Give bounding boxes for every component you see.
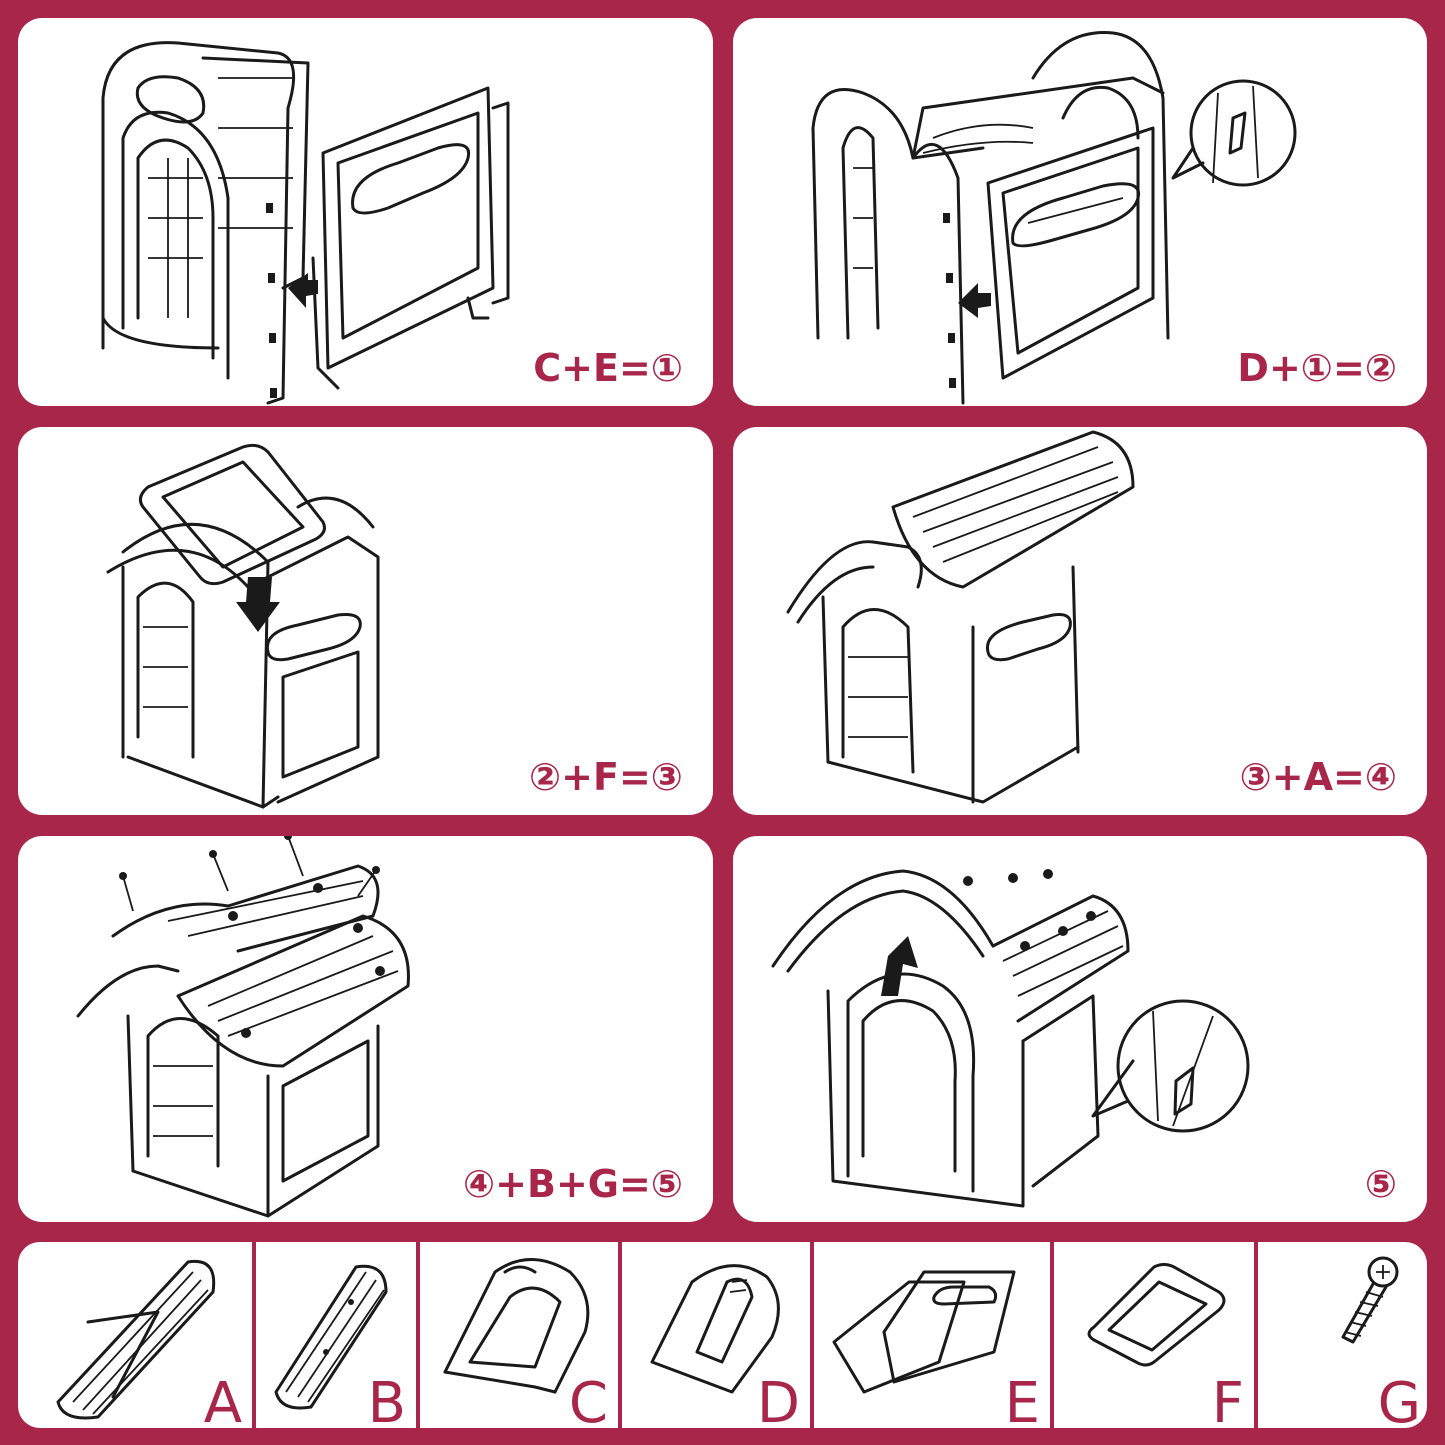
step-formula: ④+B+G=⑤: [462, 1162, 683, 1206]
part-letter: F: [1211, 1371, 1244, 1428]
part-e: E: [810, 1242, 1050, 1428]
part-c: C: [416, 1242, 618, 1428]
detail-callout-icon: [1116, 999, 1250, 1133]
back-wall-attach-illustration: [811, 31, 1297, 405]
part-letter: D: [756, 1371, 800, 1428]
step-panel-4: ③+A=④: [733, 427, 1427, 815]
roof-panel-attach-illustration: [786, 430, 1135, 804]
step-formula: ③+A=④: [1239, 755, 1397, 799]
part-letter: A: [203, 1371, 242, 1428]
part-b: B: [252, 1242, 416, 1428]
step-formula: ②+F=③: [529, 755, 683, 799]
parts-list: A B C D E: [18, 1242, 1427, 1428]
screw-icon: [1341, 1256, 1399, 1344]
floor-insert-illustration: [106, 443, 380, 809]
part-letter: C: [568, 1371, 608, 1428]
roof-ridge-screws-illustration: [76, 836, 410, 1218]
roof-panel-icon: [56, 1259, 216, 1420]
detail-callout-icon: [1189, 79, 1297, 187]
back-wall-icon: [650, 1264, 780, 1394]
completed-doghouse-illustration: [771, 869, 1250, 1208]
roof-ridge-icon: [274, 1264, 388, 1410]
front-wall-side-panel-illustration: [101, 41, 510, 405]
part-f: F: [1050, 1242, 1254, 1428]
part-d: D: [618, 1242, 810, 1428]
step-formula: C+E=①: [533, 346, 683, 390]
step-panel-3: ②+F=③: [18, 427, 713, 815]
front-wall-icon: [443, 1258, 590, 1394]
part-letter: G: [1377, 1371, 1421, 1428]
step-panel-2: D+①=②: [733, 18, 1427, 406]
part-letter: B: [367, 1371, 406, 1428]
step-panel-5: ④+B+G=⑤: [18, 836, 713, 1222]
step-panel-1: C+E=①: [18, 18, 713, 406]
step-panel-6: ⑤: [733, 836, 1427, 1222]
step-formula: D+①=②: [1237, 346, 1397, 390]
step-formula: ⑤: [1364, 1162, 1397, 1206]
part-a: A: [18, 1242, 252, 1428]
side-walls-icon: [832, 1270, 1016, 1394]
part-letter: E: [1004, 1371, 1040, 1428]
floor-panel-icon: [1087, 1263, 1226, 1367]
part-g: G: [1254, 1242, 1427, 1428]
